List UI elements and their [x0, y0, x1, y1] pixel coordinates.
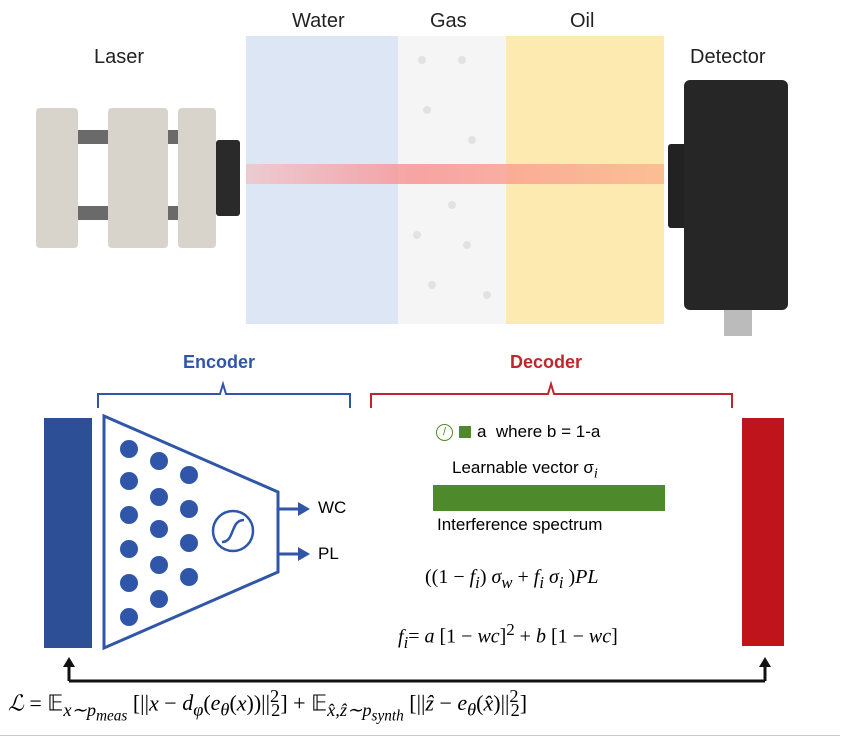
loss-equation: ℒ = 𝔼x∼pmeas [||x − dφ(eθ(x))||22] + 𝔼x̂… [8, 686, 528, 725]
decoder-title: Decoder [510, 352, 583, 372]
decoder-equation-1: ((1 − fi) σw + fi σi )PL [425, 566, 599, 592]
laser-label: Laser [94, 46, 145, 68]
oil-label: Oil [570, 10, 595, 32]
input-spectrum-bar [44, 418, 92, 648]
water-label: Water [292, 10, 345, 32]
detector-label: Detector [690, 46, 766, 68]
interference-label: Interference spectrum [437, 515, 603, 534]
output-spectrum-bar [742, 418, 784, 646]
laser-device [36, 108, 246, 248]
encoder-bracket [97, 380, 351, 408]
encoder-network [102, 413, 310, 651]
output-wc: WC [318, 498, 347, 517]
learnable-vector-label: Learnable vector σi [452, 458, 598, 482]
sigmoid-text: a where b = 1-a [477, 422, 601, 441]
decoder-bracket [370, 380, 733, 408]
laser-beam [246, 164, 664, 184]
output-pl: PL [318, 544, 339, 563]
divider [0, 735, 840, 736]
detector-device [668, 80, 788, 340]
decoder-equation-2: fi= a [1 − wc]2 + b [1 − wc] [398, 620, 618, 652]
sigmoid-icon: / [436, 423, 453, 441]
encoder-title: Encoder [183, 352, 256, 372]
gas-label: Gas [430, 10, 467, 32]
sigmoid-line: / a where b = 1-a [436, 422, 600, 442]
feedback-arrow [63, 657, 771, 683]
green-square-icon [459, 426, 471, 438]
learnable-vector-bar [433, 485, 665, 511]
